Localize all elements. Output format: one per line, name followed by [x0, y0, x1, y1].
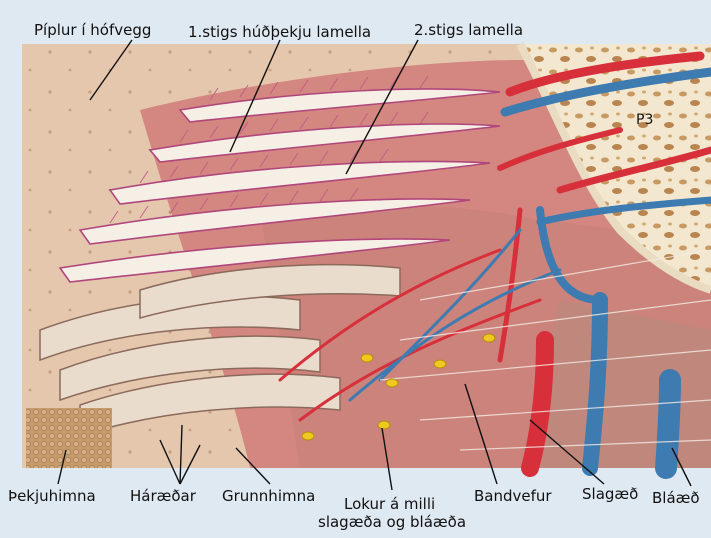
- label-haraedar: Háræðar: [130, 488, 196, 504]
- label-primary-lamella: 1.stigs húðþekju lamella: [188, 24, 371, 40]
- label-blaaed: Bláæð: [652, 490, 711, 506]
- label-p3: P3: [636, 112, 653, 128]
- label-thekjuhimna: Þekjuhimna: [8, 488, 96, 504]
- epidermis-block: [26, 408, 112, 468]
- label-bandvefur: Bandvefur: [474, 488, 552, 504]
- label-grunnhimna: Grunnhimna: [222, 488, 315, 504]
- label-piplur: Píplur í hófvegg: [34, 22, 151, 38]
- label-lokur-line2: slagæða og bláæða: [318, 514, 466, 530]
- label-slagaed: Slagæð: [582, 486, 638, 502]
- label-lokur-line1: Lokur á milli: [344, 496, 435, 512]
- label-secondary-lamella: 2.stigs lamella: [414, 22, 523, 38]
